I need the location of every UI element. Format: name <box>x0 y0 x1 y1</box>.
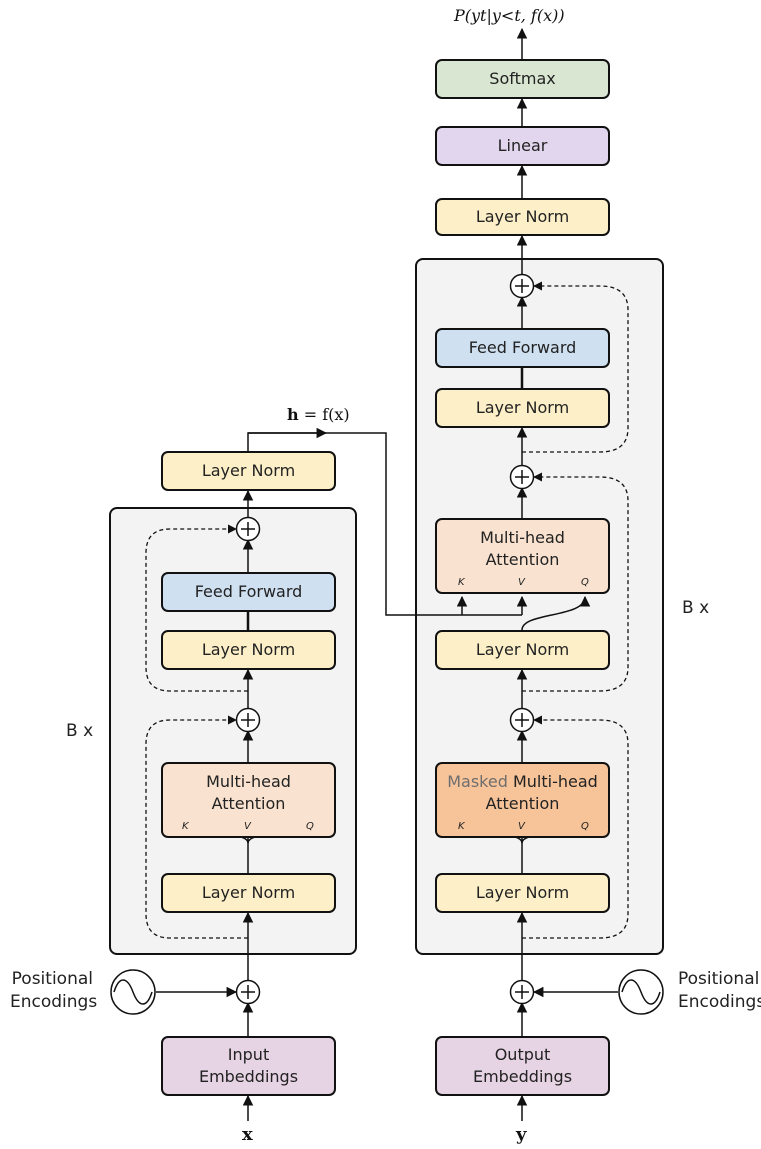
cross-attention-line-1: Multi-head <box>480 528 565 547</box>
decoder-masked-value-label: V <box>518 821 525 832</box>
encoder-output-symbol: h <box>287 405 299 424</box>
encoder-ffn-layer-norm: Layer Norm <box>161 630 336 670</box>
decoder-positional-line-1: Positional <box>678 969 760 989</box>
encoder-query-label: Q <box>306 821 314 832</box>
encoder-input-variable: x <box>242 1124 253 1145</box>
encoder-output-equation: h = f(x) <box>287 405 350 424</box>
encoder-positional-line-2: Encodings <box>10 991 98 1012</box>
decoder-cross-query-label: Q <box>581 577 589 588</box>
decoder-block-panel <box>415 258 664 955</box>
masked-label: Masked <box>447 772 508 791</box>
encoder-attn-layer-norm: Layer Norm <box>161 873 336 913</box>
decoder-attn-layer-norm: Layer Norm <box>435 873 610 913</box>
encoder-value-label: V <box>244 821 251 832</box>
decoder-final-layer-norm: Layer Norm <box>435 198 610 236</box>
encoder-positional-label: Positional Encodings <box>10 968 98 1014</box>
decoder-output-embeddings: Output Embeddings <box>435 1036 610 1096</box>
decoder-repeat-label: B x <box>682 598 710 618</box>
decoder-masked-query-label: Q <box>581 821 589 832</box>
attention-line-2: Attention <box>211 793 286 813</box>
decoder-cross-value-label: V <box>518 577 525 588</box>
encoder-repeat-label: B x <box>66 721 94 741</box>
decoder-cross-key-label: K <box>458 577 465 588</box>
embedding-line-1: Input <box>227 1045 270 1065</box>
decoder-positional-label: Positional Encodings <box>678 968 761 1014</box>
encoder-positional-line-1: Positional <box>11 969 93 989</box>
masked-multihead-label: Multi-head <box>512 772 598 791</box>
encoder-multi-head-attention: Multi-head Attention <box>161 762 336 838</box>
decoder-masked-key-label: K <box>458 821 465 832</box>
masked-attention-line-2: Attention <box>485 793 560 813</box>
cross-attention-line-2: Attention <box>485 549 560 569</box>
output-embedding-line-2: Embeddings <box>472 1067 573 1086</box>
embedding-line-2: Embeddings <box>198 1067 299 1086</box>
decoder-positional-line-2: Encodings <box>678 991 761 1012</box>
decoder-cross-attention: Multi-head Attention <box>435 518 610 594</box>
encoder-final-layer-norm: Layer Norm <box>161 451 336 491</box>
output-probability: P(yt|y<t, f(x)) <box>454 6 565 25</box>
output-embedding-line-1: Output <box>494 1045 551 1065</box>
decoder-masked-attention: Masked Multi-head Attention <box>435 762 610 838</box>
decoder-ffn-layer-norm: Layer Norm <box>435 388 610 428</box>
encoder-output-definition: = f(x) <box>303 405 350 424</box>
linear-layer: Linear <box>435 126 610 166</box>
decoder-feed-forward: Feed Forward <box>435 328 610 368</box>
masked-attention-line-1: Masked Multi-head <box>447 771 598 793</box>
encoder-feed-forward: Feed Forward <box>161 572 336 612</box>
decoder-input-variable: y <box>516 1124 527 1145</box>
decoder-cross-layer-norm: Layer Norm <box>435 630 610 670</box>
encoder-input-embeddings: Input Embeddings <box>161 1036 336 1096</box>
encoder-key-label: K <box>182 821 189 832</box>
softmax-layer: Softmax <box>435 59 610 99</box>
attention-line-1: Multi-head <box>206 772 291 791</box>
